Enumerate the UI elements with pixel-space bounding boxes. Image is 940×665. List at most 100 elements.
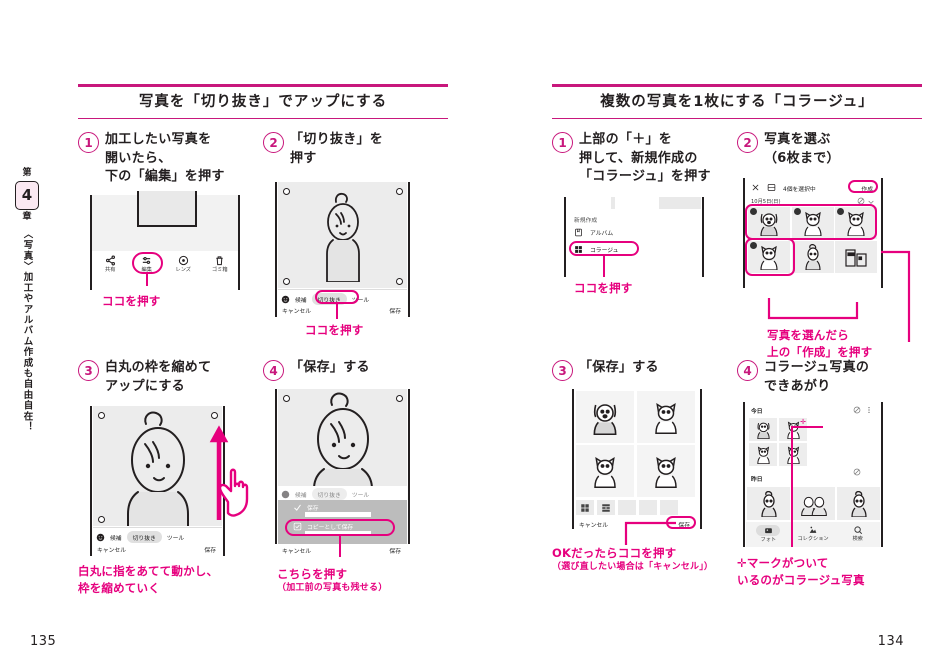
date-label: 10月5日(日) [751, 199, 781, 206]
cat-illustration [786, 446, 800, 465]
step-r3-callout-sub: （選び直したい場合は「キャンセル」） [552, 562, 714, 573]
tab-crop[interactable]: 切り抜き [126, 531, 162, 544]
step-l1-callout: ココを押す [102, 293, 161, 308]
step-r1-head: 1 上部の「＋」を 押して、新規作成の 「コラージュ」を押す [552, 131, 737, 186]
step-l3-head: 3 白丸の枠を縮めて アップにする [78, 359, 263, 396]
tab-crop[interactable]: 切り抜き [311, 488, 347, 501]
action-save[interactable]: 保存 [389, 309, 401, 316]
photo-thumb[interactable] [749, 418, 777, 442]
nav-item-photos[interactable]: フォト [746, 522, 791, 543]
tab-tools[interactable]: ツール [351, 492, 370, 499]
nav-item-collection[interactable]: コレクション [791, 522, 836, 543]
photo-thumb[interactable] [747, 487, 790, 521]
portrait-illustration-zoomed [127, 411, 189, 527]
crop-handle-tr[interactable] [396, 188, 403, 196]
tab-candidate[interactable]: 候補 [110, 535, 122, 542]
step-l2-number: 2 [263, 132, 284, 154]
nav-item-search[interactable]: 検索 [835, 522, 880, 543]
crop-handle-tr[interactable] [396, 395, 403, 403]
layout-stack-option[interactable] [597, 500, 615, 516]
step-r1-text: 上部の「＋」を 押して、新規作成の 「コラージュ」を押す [579, 132, 711, 185]
collection-icon [809, 527, 817, 534]
photos-icon [764, 528, 772, 534]
cat-illustration [847, 212, 865, 237]
photo-thumb[interactable] [791, 207, 834, 240]
photo-thumb[interactable] [791, 240, 834, 273]
select-mode-icon[interactable] [767, 183, 776, 192]
step-l4-head: 4 「保存」する [263, 359, 448, 382]
row2-selection-highlight [745, 238, 795, 277]
crop-handle-tl[interactable] [98, 412, 105, 420]
photo-thumb[interactable] [749, 443, 777, 467]
check-icon [294, 505, 301, 512]
step-r1-phone: 新規作成 アルバム コラージュ [564, 196, 704, 277]
close-icon[interactable] [751, 183, 760, 192]
tab-candidate[interactable]: 候補 [295, 297, 307, 304]
crop-handle-bl[interactable] [283, 278, 290, 286]
layout-grid-option[interactable] [576, 500, 594, 516]
action-cancel[interactable]: キャンセル [579, 523, 608, 530]
action-cancel[interactable]: キャンセル [282, 309, 311, 316]
step-l2-callout: ココを押す [305, 323, 364, 338]
page-number-left: 135 [30, 634, 57, 649]
step-r1-callout: ココを押す [574, 280, 633, 295]
step-r2-head: 2 写真を選ぶ （6枚まで） [737, 131, 922, 168]
collage-cell[interactable] [637, 391, 695, 444]
crop-handle-tl[interactable] [283, 188, 290, 196]
photo-thumb[interactable] [837, 487, 880, 521]
select-circle-icon[interactable] [853, 406, 861, 414]
group-label-yesterday: 昨日 [751, 477, 763, 484]
action-save[interactable]: 保存 [389, 549, 401, 556]
step-r2: 2 写真を選ぶ （6枚まで） 4個を選択中 作成 10月5日(日) [737, 131, 922, 359]
layout-option[interactable] [618, 500, 636, 516]
photo-thumb[interactable] [792, 487, 835, 521]
collage-cell[interactable] [576, 391, 634, 444]
toolbar-item-lens[interactable]: レンズ [165, 255, 202, 273]
crop-handle-bl[interactable] [98, 516, 105, 524]
toolbar-item-trash[interactable]: ゴミ箱 [202, 255, 239, 273]
step-l1-text: 加工したい写真を 開いたら、 下の「編集」を押す [105, 132, 225, 185]
toolbar-label-share: 共有 [105, 266, 116, 273]
crop-handle-tl[interactable] [283, 395, 290, 403]
tab-tools[interactable]: ツール [166, 535, 185, 542]
step-r4-callout: ✛マークがついて いるのがコラージュ写真 [737, 556, 865, 588]
collage-cell[interactable] [637, 445, 695, 498]
more-options-icon[interactable] [865, 406, 873, 414]
photo-thumb-collage[interactable]: ✛ [779, 418, 807, 442]
crop-handle-tr[interactable] [211, 412, 218, 420]
tab-candidate[interactable]: 候補 [295, 492, 307, 499]
toolbar-item-share[interactable]: 共有 [92, 255, 129, 273]
photo-thumb[interactable] [779, 443, 807, 467]
step-l2-text: 「切り抜き」を 押す [290, 132, 384, 166]
chevron-down-icon[interactable] [867, 198, 875, 206]
chapter-number-box: 4 [15, 181, 39, 210]
step-l2-leader [336, 303, 338, 320]
person-illustration [804, 243, 821, 270]
action-cancel[interactable]: キャンセル [282, 549, 311, 556]
left-page-column: 写真を「切り抜き」でアップにする 1 加工したい写真を 開いたら、 下の「編集」… [78, 84, 448, 599]
suggest-icon [281, 295, 290, 304]
select-circle-icon[interactable] [853, 468, 861, 476]
menu-item-album[interactable]: アルバム [574, 228, 613, 237]
photo-thumb[interactable] [748, 240, 790, 273]
step-r3-leader [624, 522, 676, 546]
photo-thumb[interactable] [835, 240, 877, 273]
step-l1-phone: 共有 編集 レンズ [90, 190, 240, 290]
tab-tools[interactable]: ツール [351, 297, 370, 304]
collage-cell[interactable] [576, 445, 634, 498]
chapter-tab: 第 4 章 〈写真〉加工やアルバム作成も自由自在！ [6, 168, 48, 568]
menu-item-save[interactable]: 保存 [293, 503, 319, 512]
action-cancel[interactable]: キャンセル [97, 548, 126, 555]
photo-thumb[interactable] [748, 207, 790, 240]
photo-thumb[interactable] [835, 207, 877, 240]
step-r3-head: 3 「保存」する [552, 359, 737, 382]
share-icon [105, 255, 115, 266]
step-r4-number: 4 [737, 360, 758, 382]
search-icon [854, 526, 862, 535]
cat-illustration [786, 421, 800, 440]
layout-option[interactable] [639, 500, 657, 516]
group-label-today: 今日 [751, 409, 763, 416]
layout-option[interactable] [660, 500, 678, 516]
action-save[interactable]: 保存 [204, 548, 216, 555]
crop-handle-br[interactable] [396, 278, 403, 286]
